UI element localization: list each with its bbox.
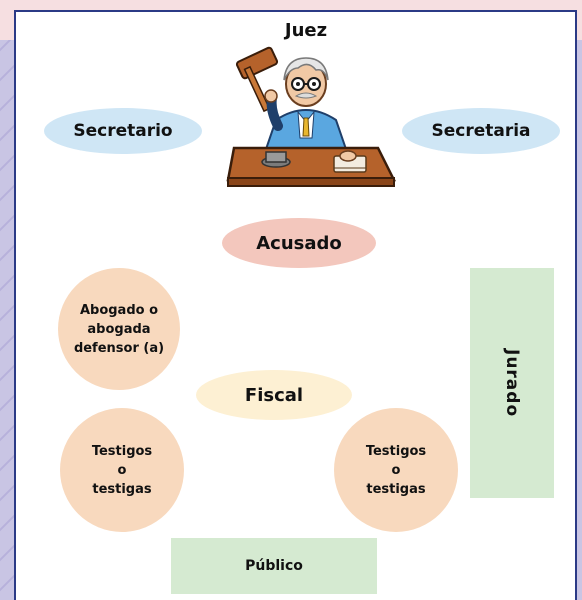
- prosecutor-label: Fiscal: [244, 384, 304, 406]
- public-label: Público: [245, 558, 303, 574]
- secretary-male-label: Secretario: [73, 121, 173, 141]
- accused-ellipse: Acusado: [222, 218, 376, 268]
- secretary-female-label: Secretaria: [431, 121, 531, 141]
- prosecutor-ellipse: Fiscal: [196, 370, 352, 420]
- judge-with-gavel-icon: [226, 46, 396, 187]
- defense-attorney-circle: Abogado o abogada defensor (a): [58, 268, 180, 390]
- witnesses-left-circle: Testigos o testigas: [60, 408, 184, 532]
- defense-attorney-label: Abogado o abogada defensor (a): [73, 302, 165, 356]
- jury-label: Jurado: [502, 348, 522, 418]
- judge-label: Juez: [284, 19, 328, 41]
- jury-box: Jurado: [470, 268, 554, 498]
- diagram-card: Juez: [14, 10, 577, 600]
- secretary-female-ellipse: Secretaria: [402, 108, 560, 154]
- gavel-icon: [235, 46, 279, 113]
- witnesses-right-label: Testigos o testigas: [365, 443, 427, 497]
- witnesses-left-label: Testigos o testigas: [91, 443, 153, 497]
- public-box: Público: [171, 538, 377, 594]
- witnesses-right-circle: Testigos o testigas: [334, 408, 458, 532]
- accused-label: Acusado: [256, 232, 342, 254]
- secretary-male-ellipse: Secretario: [44, 108, 202, 154]
